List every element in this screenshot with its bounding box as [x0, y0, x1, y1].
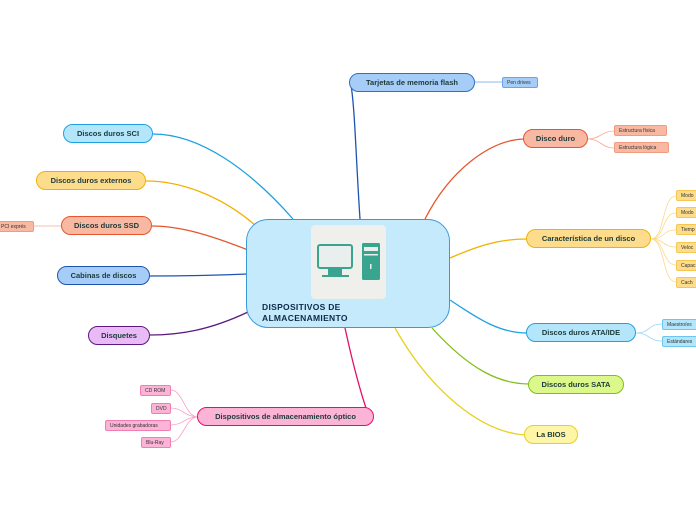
node-disco-duro[interactable]: Disco duro — [523, 129, 588, 148]
node-bios[interactable]: La BIOS — [524, 425, 578, 444]
subnode-cd-rom[interactable]: CD ROM — [140, 385, 171, 396]
subnode-caracteristica[interactable]: Capac — [676, 260, 696, 271]
computer-icon — [311, 225, 386, 299]
subnode-blu-ray[interactable]: Blu-Ray — [141, 437, 171, 448]
central-title-line2: ALMACENAMIENTO — [262, 313, 348, 323]
subnode-caracteristica[interactable]: Modo — [676, 190, 696, 201]
subnode-pci-expres[interactable]: PCI exprés — [0, 221, 34, 232]
node-ata-ide[interactable]: Discos duros ATA/IDE — [526, 323, 636, 342]
subnode-caracteristica[interactable]: Cach — [676, 277, 696, 288]
node-disquetes[interactable]: Disquetes — [88, 326, 150, 345]
subnode-caracteristica[interactable]: Modo — [676, 207, 696, 218]
node-tarjetas[interactable]: Tarjetas de memoria flash — [349, 73, 475, 92]
subnode-estructura-fisica[interactable]: Estructura física — [614, 125, 667, 136]
node-sata[interactable]: Discos duros SATA — [528, 375, 624, 394]
node-caracteristica[interactable]: Característica de un disco — [526, 229, 651, 248]
subnode-caracteristica[interactable]: Veloc — [676, 242, 696, 253]
node-cabinas[interactable]: Cabinas de discos — [57, 266, 150, 285]
node-sci[interactable]: Discos duros SCI — [63, 124, 153, 143]
node-ssd[interactable]: Discos duros SSD — [61, 216, 152, 235]
subnode-dvd[interactable]: DVD — [151, 403, 171, 414]
node-externos[interactable]: Discos duros externos — [36, 171, 146, 190]
central-title-line1: DISPOSITIVOS DE — [262, 302, 341, 312]
subnode-estructura-logica[interactable]: Estructura lógica — [614, 142, 669, 153]
subnode-maestro[interactable]: Maestro/es — [662, 319, 696, 330]
subnode-pen-drives[interactable]: Pen drives — [502, 77, 538, 88]
subnode-estandares[interactable]: Estándares — [662, 336, 696, 347]
node-optico[interactable]: Dispositivos de almacenamiento óptico — [197, 407, 374, 426]
subnode-unidades-grabadoras[interactable]: Unidades grabadoras — [105, 420, 171, 431]
subnode-caracteristica[interactable]: Tiemp — [676, 224, 696, 235]
